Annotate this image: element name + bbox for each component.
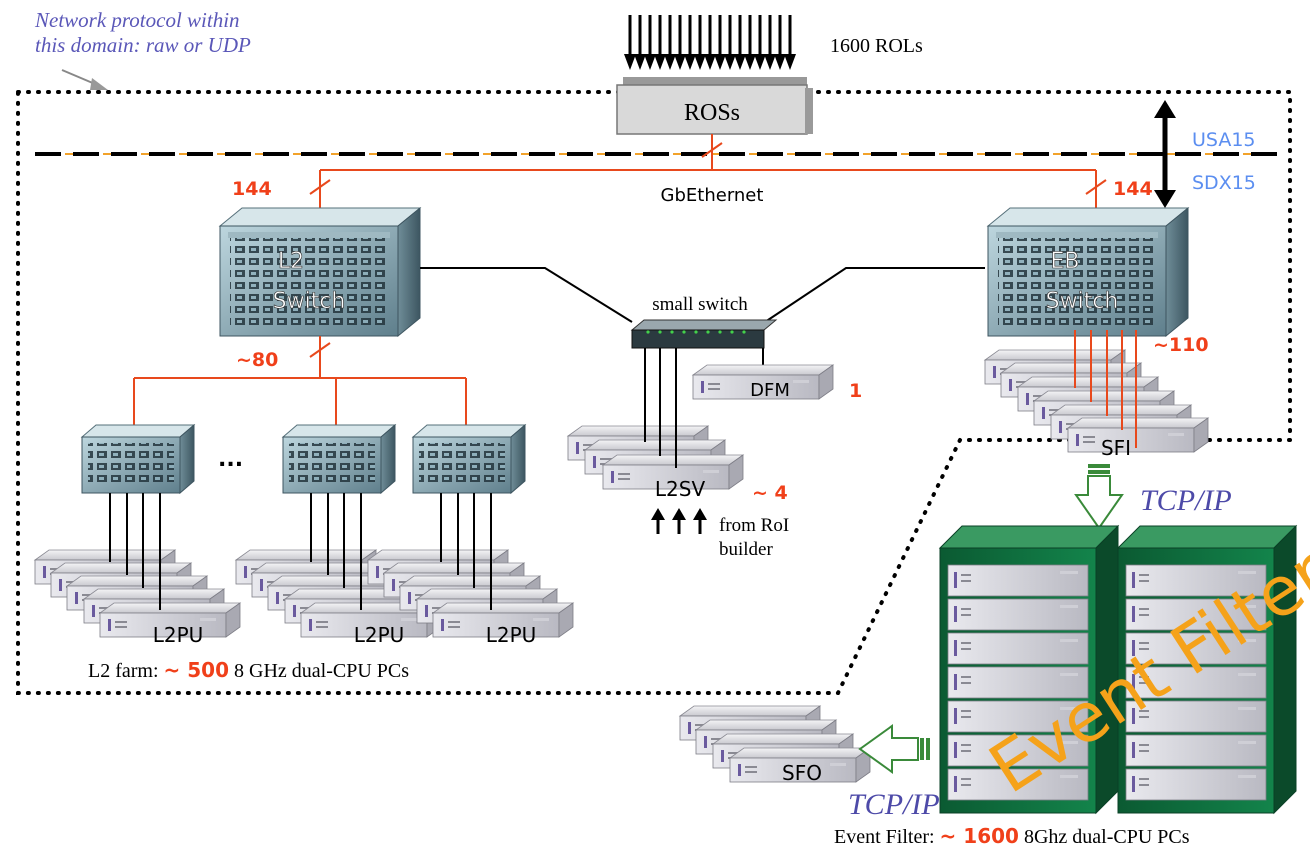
ef-count: 1600 — [963, 824, 1019, 848]
ef-suffix: 8Ghz dual-CPU PCs — [1019, 826, 1190, 848]
l2-subnet-links — [133, 336, 467, 428]
eb-switch-label-1: EB — [1051, 249, 1080, 274]
dfm-label: DFM — [750, 380, 790, 401]
l2-farm-tilde: ~ — [164, 658, 188, 682]
l2-farm-suffix: 8 GHz dual-CPU PCs — [229, 660, 409, 682]
sfi-label: SFI — [1101, 436, 1131, 460]
ros-label: ROSs — [684, 100, 740, 126]
sfi-to-ef-arrow — [1074, 464, 1124, 530]
ef-tilde: ~ — [940, 824, 964, 848]
l2pu-label-2: L2PU — [354, 623, 405, 647]
dfm-count: 1 — [849, 380, 862, 402]
usa-sdx-arrows — [1154, 100, 1176, 208]
ellipsis: ... — [218, 447, 243, 472]
l2sv-count: ~ 4 — [752, 482, 788, 504]
small-switch-label: small switch — [652, 294, 748, 315]
l2pu-links — [109, 493, 492, 610]
usa15-label: USA15 — [1192, 129, 1256, 151]
l2-farm-caption: L2 farm: ~ 500 8 GHz dual-CPU PCs — [88, 658, 409, 682]
small-switch — [630, 319, 778, 349]
l2-switch-label-2: Switch — [273, 289, 346, 314]
l2-switch: L2 Switch — [219, 207, 421, 337]
l2-subnet-count: ~80 — [236, 349, 278, 371]
eb-link-count: 144 — [1113, 178, 1153, 200]
protocol-note-line1: Network protocol within — [34, 8, 240, 32]
l2sv-label: L2SV — [655, 477, 706, 501]
event-filter-rack-1 — [938, 524, 1120, 815]
l2pu-stack-1 — [34, 549, 241, 638]
l2-switch-label-1: L2 — [278, 249, 304, 274]
ef-to-sfo-arrow — [858, 724, 930, 774]
roi-builder-arrows — [651, 508, 707, 534]
l2-subswitch-3 — [412, 424, 526, 494]
sfi-count: ~110 — [1153, 334, 1209, 356]
l2-farm-prefix: L2 farm: — [88, 660, 164, 682]
sfi-links — [1074, 330, 1137, 448]
eb-switch: EB Switch — [987, 207, 1189, 337]
l2pu-label-1: L2PU — [153, 623, 204, 647]
ef-prefix: Event Filter: — [834, 826, 940, 848]
sfo-stack — [679, 705, 871, 783]
sdx15-label: SDX15 — [1192, 172, 1256, 194]
l2-subswitch-1 — [81, 424, 195, 494]
tcpip-bottom-label: TCP/IP — [848, 788, 940, 821]
sfi-stack — [984, 349, 1209, 453]
eb-switch-label-2: Switch — [1046, 289, 1119, 314]
gbethernet-label: GbEthernet — [661, 185, 764, 206]
ros-box: ROSs — [616, 77, 813, 135]
event-filter-caption: Event Filter: ~ 1600 8Ghz dual-CPU PCs — [834, 824, 1190, 848]
rol-arrowheads — [624, 54, 796, 70]
l2-farm-count: 500 — [187, 658, 229, 682]
small-switch-links — [420, 267, 985, 323]
tcpip-top-label: TCP/IP — [1140, 484, 1232, 517]
roi-builder-label-1: from RoI — [719, 515, 789, 536]
event-filter-rack-2 — [1116, 524, 1298, 815]
l2pu-label-3: L2PU — [486, 623, 537, 647]
gbethernet-bus — [309, 134, 1107, 210]
l2sv-links — [644, 348, 677, 468]
dfm-server: DFM — [692, 364, 834, 401]
l2-subswitch-2 — [282, 424, 396, 494]
roi-builder-label-2: builder — [719, 539, 773, 560]
protocol-note-line2: this domain: raw or UDP — [35, 33, 251, 57]
l2-link-count: 144 — [232, 178, 272, 200]
sfo-label: SFO — [782, 761, 822, 785]
rol-input-arrows — [628, 15, 792, 56]
udp-domain-boundary — [16, 90, 1292, 695]
rols-label: 1600 ROLs — [830, 35, 923, 57]
note-pointer-arrow — [61, 69, 108, 90]
